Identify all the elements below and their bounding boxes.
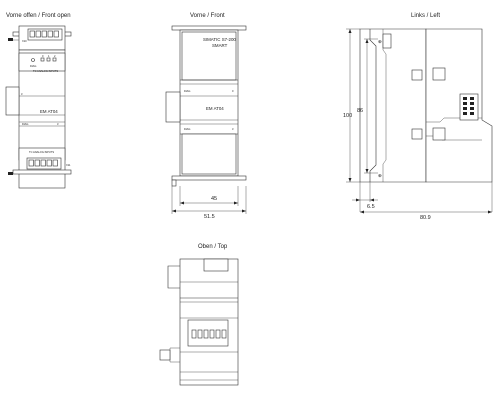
- left-connector: [459, 93, 479, 121]
- front-open-leds: DIAG 0 1 2: [30, 54, 57, 68]
- svg-text:3: 3: [232, 127, 234, 131]
- channel-3-label: 3: [21, 92, 23, 96]
- front-open-label-panel: [18, 52, 66, 72]
- svg-text:DIAG: DIAG: [30, 64, 36, 68]
- dim-width-inner: 45: [211, 196, 217, 202]
- svg-text:⊕: ⊕: [378, 173, 382, 178]
- terminal-x10-label: X10: [22, 39, 27, 43]
- bottom-clip-left: [8, 172, 13, 175]
- top-terminal-pins: [191, 329, 227, 339]
- front-diag-label: DIAG: [184, 89, 190, 93]
- front-title: Vorne / Front: [190, 13, 225, 19]
- front-open-title: Vorne offen / Front open: [6, 13, 71, 19]
- svg-text:0: 0: [42, 54, 44, 58]
- brand-line-1: SIMATIC S7-200: [203, 37, 236, 42]
- module-name-open: EM AT04: [40, 109, 58, 114]
- front-view: Vorne / Front SIMATIC S7-200 SMART DIAG …: [165, 13, 247, 220]
- dim-width-outer: 51.5: [204, 214, 215, 220]
- svg-text:DIAG: DIAG: [184, 127, 190, 131]
- left-latch-top: [411, 69, 423, 81]
- front-left-connector: [165, 91, 181, 123]
- svg-text:3: 3: [57, 122, 59, 126]
- dim-height-inner: 86: [357, 108, 363, 114]
- dim-depth-total: 80.9: [420, 215, 431, 221]
- top-notch: [203, 258, 229, 272]
- svg-text:1: 1: [48, 54, 50, 58]
- dim-depth-offset: 6.5: [367, 204, 375, 210]
- front-top-cover: [181, 31, 237, 81]
- front-top-rail: [171, 25, 247, 31]
- left-latch-bottom: [411, 128, 423, 140]
- left-bus-connector: [5, 86, 20, 116]
- left-connector-pins: [463, 97, 474, 115]
- module-name-front: EM AT04: [206, 106, 224, 111]
- front-bottom-rail: [171, 175, 247, 181]
- terminal-x11-label: X11: [66, 163, 71, 167]
- top-terminal-screws: [29, 30, 59, 38]
- front-ch0-label: 0: [232, 89, 234, 93]
- input-label-bottom: TC ANALOG INPUTS: [29, 150, 54, 154]
- top-clip-left: [8, 38, 13, 41]
- left-dimensions: 100 86 6.5 80.9: [343, 28, 493, 221]
- bottom-terminal-screws: [28, 159, 58, 167]
- left-view: Links / Left ⊕ ⊕: [343, 13, 493, 221]
- bottom-rail: [12, 169, 72, 175]
- brand-line-2: SMART: [212, 43, 228, 48]
- front-dimensions: 45 51.5: [171, 186, 247, 220]
- left-title: Links / Left: [411, 13, 440, 19]
- front-bottom-cover: [181, 133, 237, 175]
- left-body-front: [425, 28, 493, 183]
- top-title: Oben / Top: [198, 244, 228, 250]
- left-body-back: [359, 28, 427, 183]
- dim-height-total: 100: [343, 113, 352, 119]
- svg-text:2: 2: [54, 54, 56, 58]
- front-open-view: Vorne offen / Front open X10 DIAG 0 1 2: [5, 13, 72, 189]
- svg-text:DIAG: DIAG: [22, 122, 28, 126]
- input-label-top: TC ANALOG INPUTS: [33, 69, 58, 73]
- svg-text:⊕: ⊕: [378, 39, 382, 44]
- top-view: Oben / Top: [159, 244, 239, 386]
